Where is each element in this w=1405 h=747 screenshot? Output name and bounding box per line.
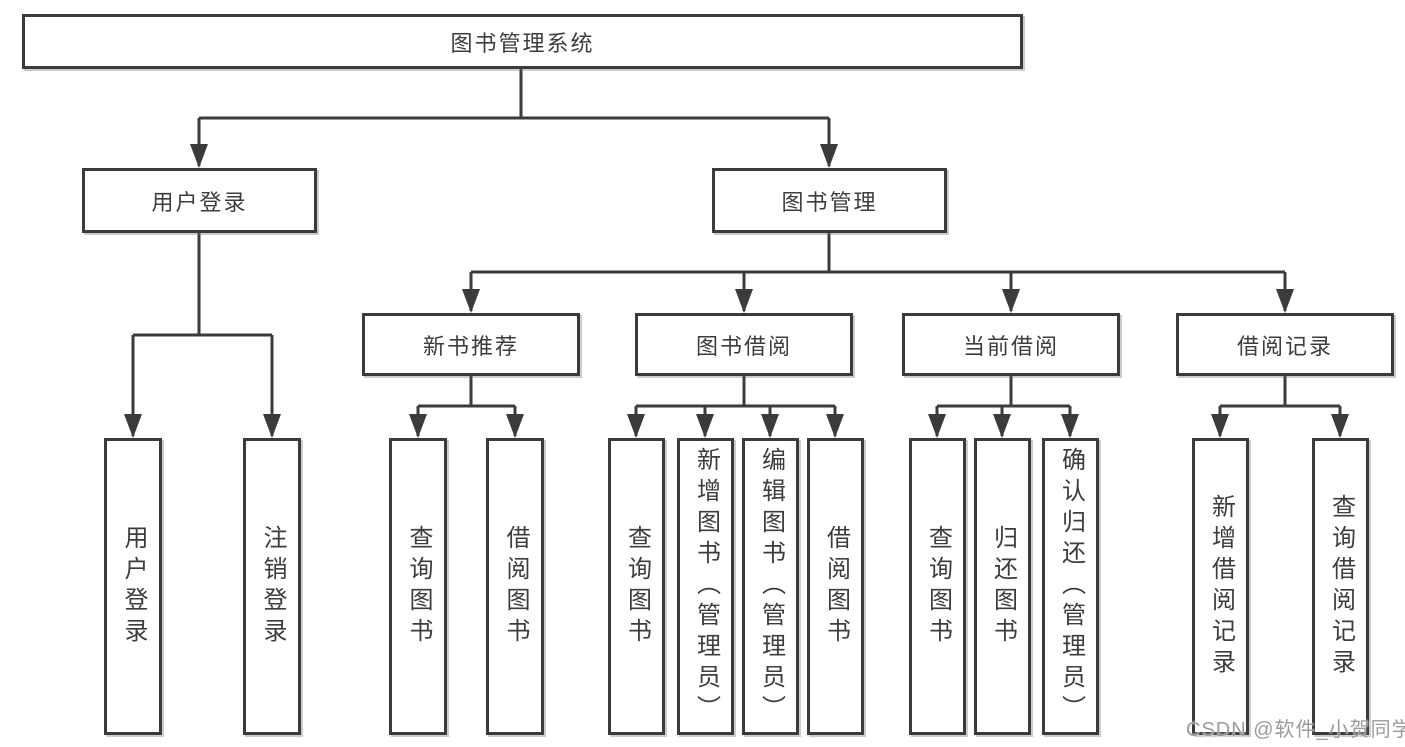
- leaf-query-books-current: 查询图书: [909, 438, 966, 735]
- node-borrow-records: 借阅记录: [1176, 313, 1394, 376]
- leaf-label: 查询图书: [924, 524, 952, 649]
- leaf-label: 查询图书: [623, 524, 651, 649]
- node-current-borrow: 当前借阅: [902, 313, 1120, 376]
- leaf-return-books: 归还图书: [974, 438, 1031, 735]
- leaf-label: 查询借阅记录: [1327, 493, 1355, 680]
- leaf-add-borrow-record: 新增借阅记录: [1192, 438, 1249, 735]
- leaf-borrow-books: 借阅图书: [807, 438, 864, 735]
- leaf-label: 编辑图书（管理员）: [757, 447, 785, 726]
- node-root-system: 图书管理系统: [22, 14, 1023, 69]
- leaf-query-books-borrow: 查询图书: [608, 438, 665, 735]
- leaf-label: 查询图书: [405, 524, 432, 649]
- leaf-query-books-recommend: 查询图书: [389, 438, 447, 735]
- leaf-label: 新增图书（管理员）: [692, 447, 720, 726]
- node-user-login: 用户登录: [82, 168, 317, 233]
- leaf-user-login: 用户登录: [104, 438, 162, 735]
- leaf-label: 用户登录: [120, 524, 147, 649]
- leaf-label: 借阅图书: [822, 524, 850, 649]
- node-book-management: 图书管理: [712, 168, 947, 233]
- leaf-logout: 注销登录: [243, 438, 301, 735]
- node-book-borrow: 图书借阅: [635, 313, 853, 376]
- node-new-book-recommend: 新书推荐: [362, 313, 580, 376]
- leaf-label: 借阅图书: [502, 524, 529, 649]
- leaf-add-books-admin: 新增图书（管理员）: [677, 438, 734, 735]
- leaf-query-borrow-record: 查询借阅记录: [1312, 438, 1369, 735]
- csdn-watermark: CSDN @软件_小贺同学: [1186, 719, 1405, 741]
- leaf-borrow-books-recommend: 借阅图书: [486, 438, 544, 735]
- leaf-edit-books-admin: 编辑图书（管理员）: [742, 438, 799, 735]
- leaf-label: 归还图书: [989, 524, 1017, 649]
- leaf-label: 新增借阅记录: [1207, 493, 1235, 680]
- leaf-label: 确认归还（管理员）: [1057, 447, 1085, 726]
- leaf-confirm-return-admin: 确认归还（管理员）: [1042, 438, 1099, 735]
- leaf-label: 注销登录: [259, 524, 286, 649]
